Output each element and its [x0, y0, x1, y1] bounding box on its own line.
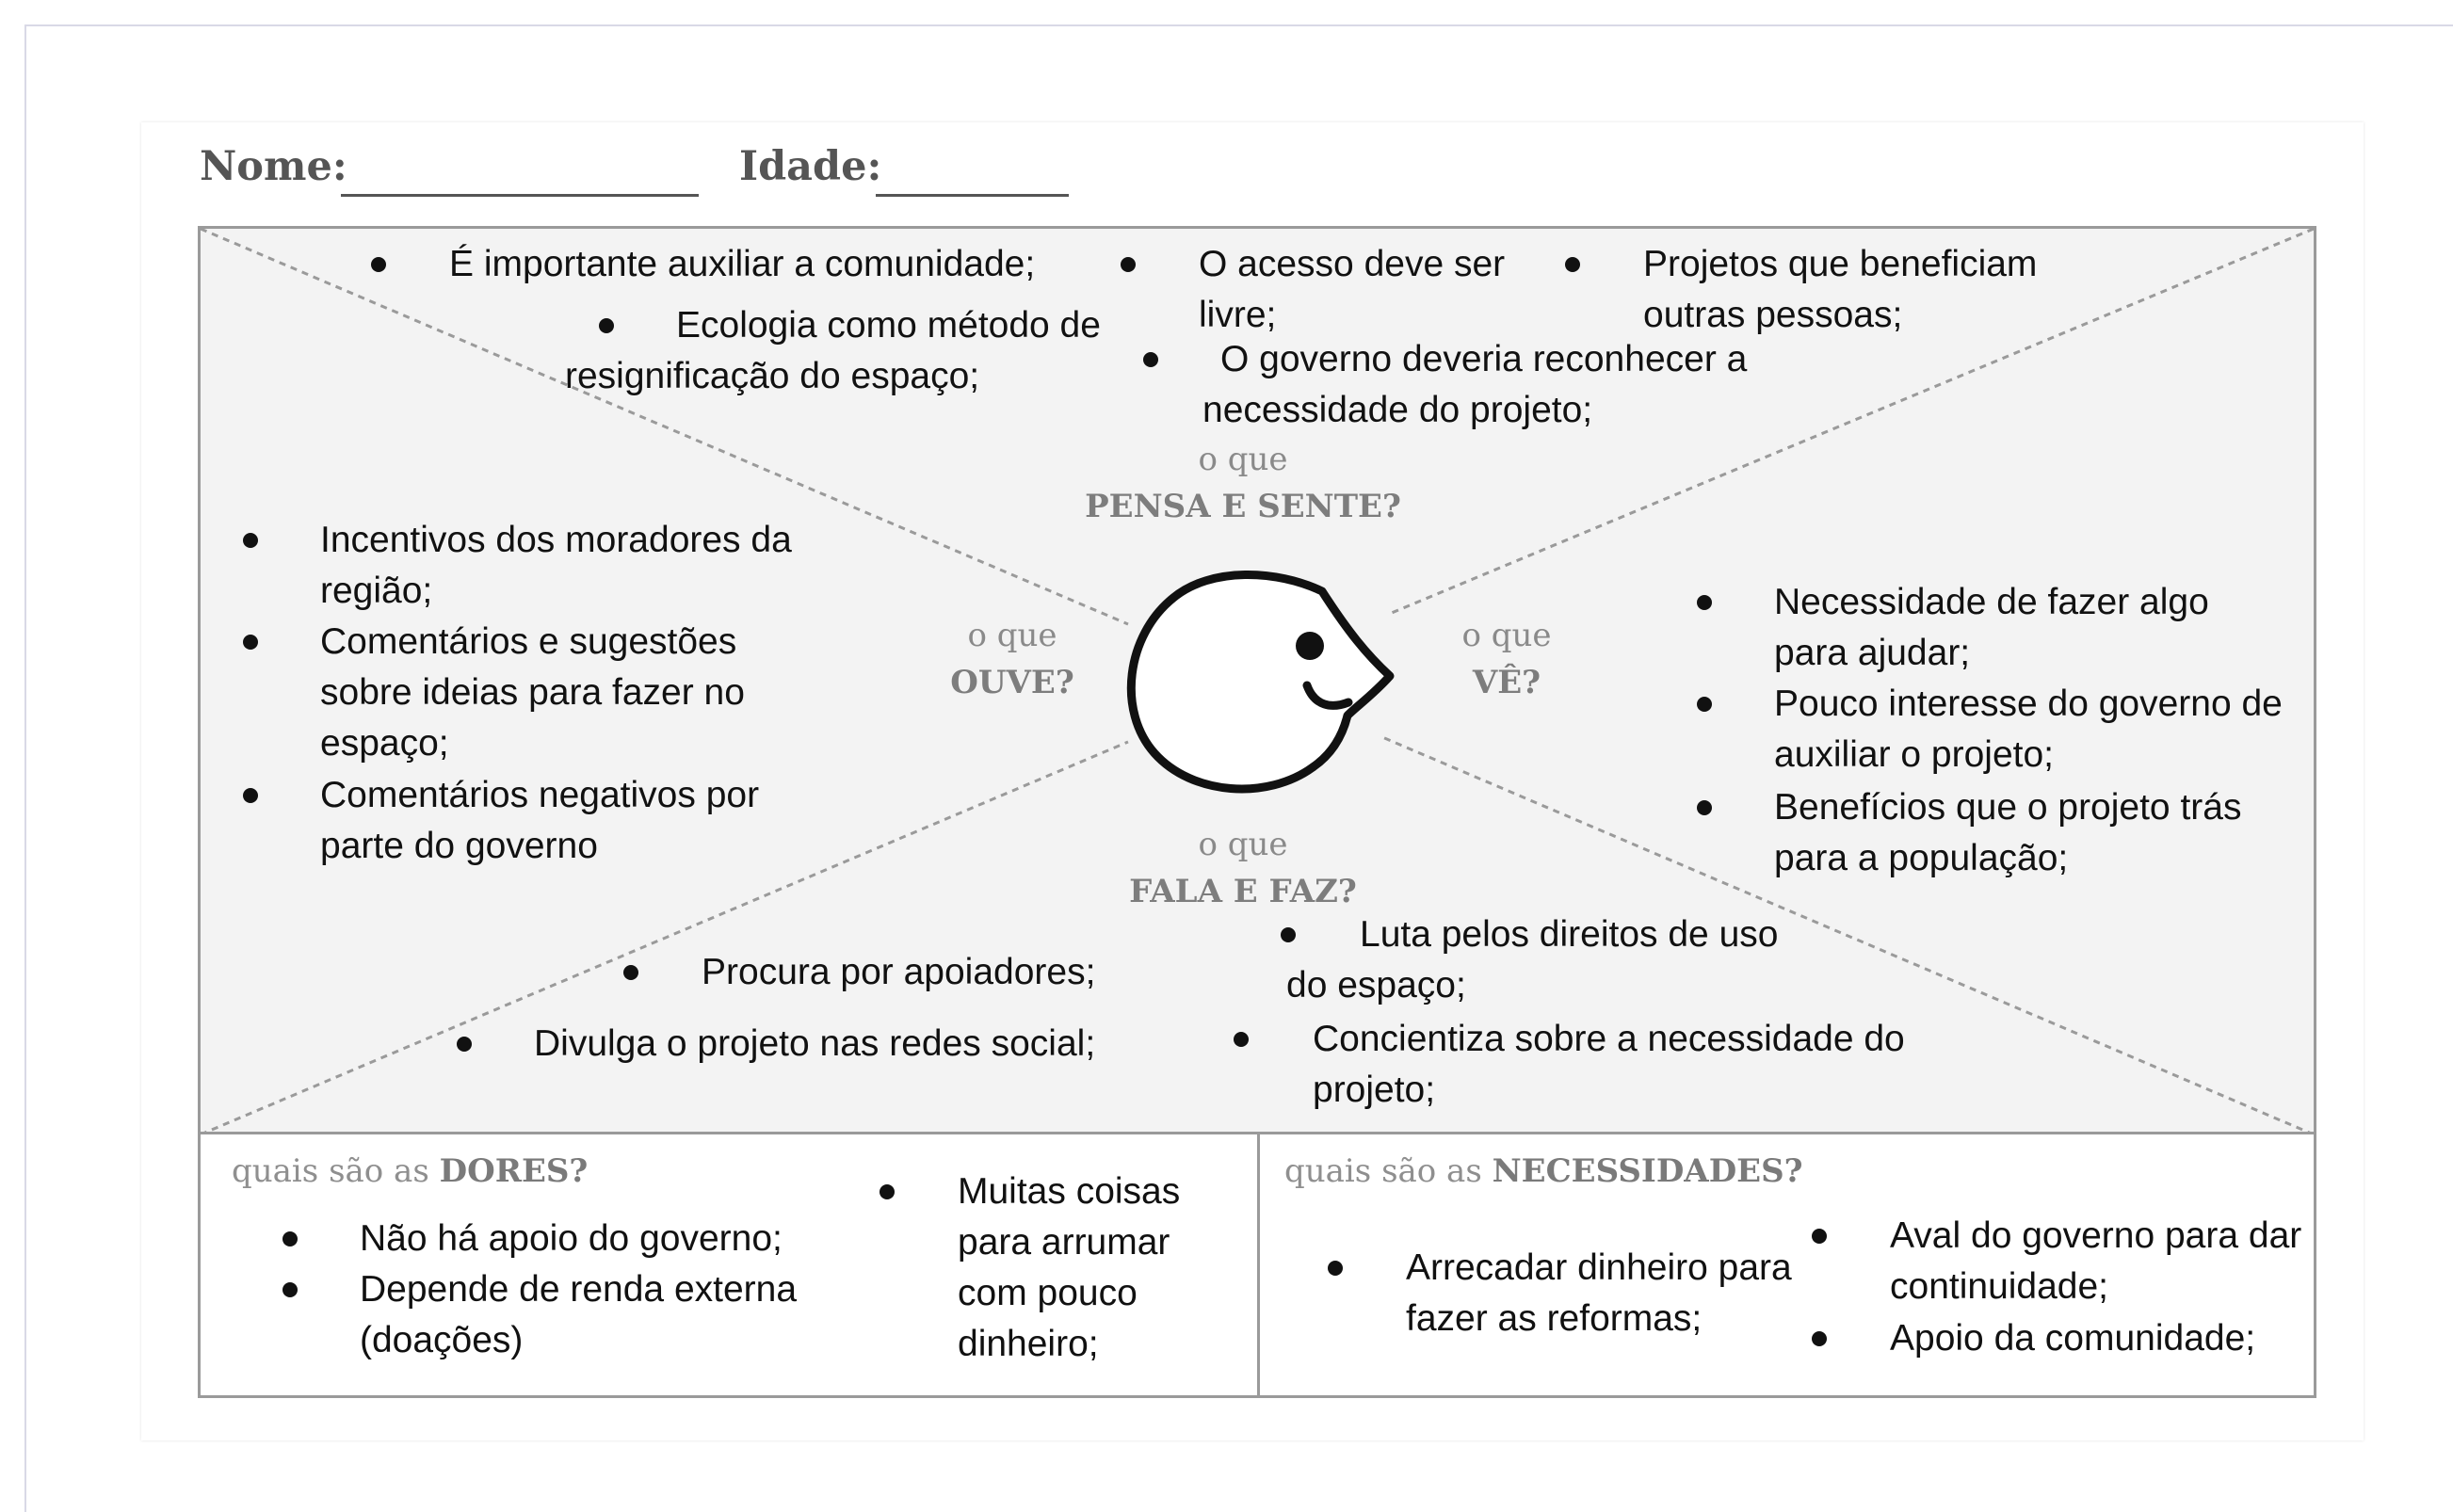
list-item: Não há apoio do governo; [360, 1218, 783, 1259]
list-item: Benefícios que o projeto trás para a pop… [1774, 787, 2242, 878]
age-blank-line [876, 194, 1069, 197]
list-item: Luta pelos direitos de uso do espaço; [1286, 914, 1779, 1005]
list-item: Depende de renda externa (doações) [360, 1269, 798, 1360]
zone-label-hears: o que OUVE? [950, 617, 1074, 701]
zone-label-thinks: o que PENSA E SENTE? [1085, 441, 1401, 525]
list-item: Pouco interesse do governo de auxiliar o… [1774, 684, 2283, 775]
bullet-icon [623, 965, 638, 980]
bullet-icon [1565, 257, 1580, 272]
zone-label-says-does: o que FALA E FAZ? [1129, 826, 1357, 910]
bullet-icon [1697, 800, 1712, 815]
list-item: Ecologia como método de resignificação d… [565, 305, 1101, 396]
map-diagonals [201, 229, 2314, 1134]
pains-needs-section [198, 1134, 2316, 1398]
bullet-icon [1812, 1229, 1827, 1244]
list-item: Projetos que beneficiam outras pessoas; [1643, 244, 2038, 335]
list-item: Aval do governo para dar continuidade; [1890, 1215, 2302, 1307]
bullet-icon [282, 1231, 298, 1247]
name-label: Nome: [200, 143, 347, 190]
section-divider [1257, 1134, 1260, 1395]
bullet-icon [243, 788, 258, 803]
bullet-icon [1234, 1032, 1249, 1047]
zone-label-sees: o que VÊ? [1461, 617, 1552, 701]
bullet-icon [282, 1282, 298, 1297]
bullet-icon [1281, 927, 1296, 942]
bullet-icon [243, 635, 258, 650]
bullet-icon [371, 257, 386, 272]
needs-label: quais são as NECESSIDADES? [1284, 1152, 1803, 1190]
list-item: Necessidade de fazer algo para ajudar; [1774, 582, 2209, 673]
bullet-icon [1143, 352, 1158, 367]
list-item: Incentivos dos moradores da região; [320, 520, 792, 611]
list-item: Apoio da comunidade; [1890, 1318, 2256, 1359]
bullet-icon [1812, 1331, 1827, 1346]
face-icon [1126, 571, 1395, 794]
pains-label: quais são as DORES? [232, 1152, 589, 1190]
list-item: É importante auxiliar a comunidade; [449, 244, 1036, 284]
age-label: Idade: [739, 143, 882, 190]
bullet-icon [457, 1037, 472, 1052]
bullet-icon [1121, 257, 1136, 272]
list-item: Arrecadar dinheiro para fazer as reforma… [1406, 1247, 1792, 1339]
list-item: Concientiza sobre a necessidade do proje… [1313, 1019, 1905, 1110]
list-item: Comentários e sugestões sobre ideias par… [320, 621, 745, 764]
list-item: Muitas coisas para arrumar com pouco din… [958, 1171, 1181, 1364]
list-item: O acesso deve ser livre; [1199, 244, 1506, 335]
list-item: O governo deveria reconhecer a necessida… [1202, 339, 1748, 430]
bullet-icon [1697, 697, 1712, 712]
list-item: Comentários negativos por parte do gover… [320, 775, 760, 866]
bullet-icon [599, 318, 614, 333]
list-item: Procura por apoiadores; [702, 952, 1096, 992]
name-blank-line [341, 194, 699, 197]
list-item: Divulga o projeto nas redes social; [534, 1023, 1096, 1064]
bullet-icon [1328, 1261, 1343, 1276]
bullet-icon [880, 1184, 895, 1199]
bullet-icon [243, 533, 258, 548]
bullet-icon [1697, 595, 1712, 610]
